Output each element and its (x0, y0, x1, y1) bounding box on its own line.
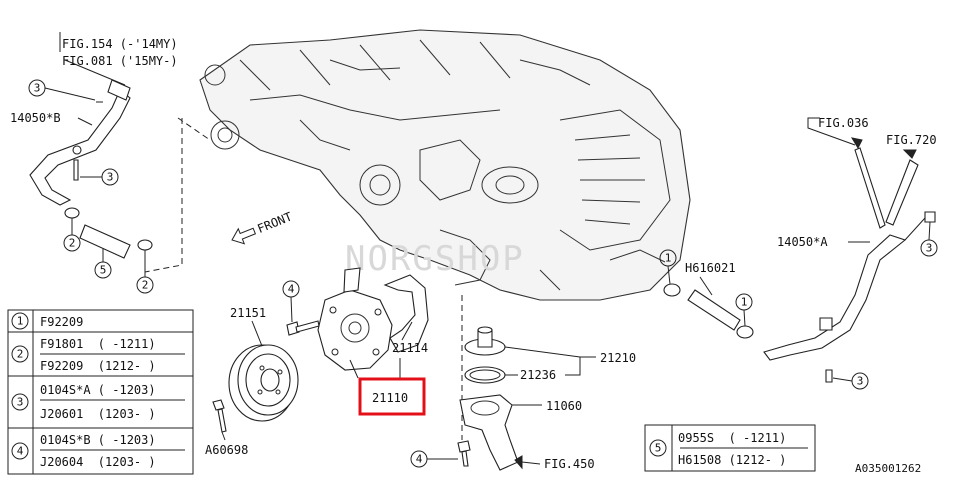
label-fig081: FIG.081 ('15MY-) (62, 54, 178, 68)
label-a60698: A60698 (205, 443, 248, 457)
legend-num-3: 3 (17, 396, 24, 409)
legend-3-row-2: J20601 (1203- ) (40, 407, 156, 421)
legend-4-row-1: 0104S*B ( -1203) (40, 433, 156, 447)
legend-2-row-2: F92209 (1212- ) (40, 359, 156, 373)
legend-1-row-1: F92209 (40, 315, 83, 329)
diagram-code: A035001262 (855, 462, 921, 475)
legend-3-row-1: 0104S*A ( -1203) (40, 383, 156, 397)
legend-num-5: 5 (655, 442, 662, 455)
callout-3-d: 3 (832, 372, 869, 390)
label-14050a: 14050*A (777, 235, 828, 249)
hose-14050a (763, 147, 936, 383)
engine-block (199, 29, 691, 301)
highlight-21110 (358, 377, 426, 416)
bolt-a60698 (212, 399, 227, 433)
callout-3-a: 3 (28, 79, 96, 101)
legend-5-row-1: 0955S ( -1211) (678, 431, 786, 445)
label-21151: 21151 (230, 306, 266, 320)
svg-text:3: 3 (926, 242, 933, 255)
svg-text:3: 3 (34, 82, 41, 95)
legend-num-1: 1 (17, 315, 24, 328)
legend-4-row-2: J20604 (1203- ) (40, 455, 156, 469)
callout-1-a: 1 (659, 249, 677, 285)
svg-text:3: 3 (107, 171, 114, 184)
legend-num-2: 2 (17, 348, 24, 361)
callout-5-a: 5 (94, 248, 112, 279)
front-label: FRONT (255, 209, 294, 236)
label-21210: 21210 (600, 351, 636, 365)
legend-5-row-2: H61508 (1212- ) (678, 453, 786, 467)
front-arrow: FRONT (231, 209, 294, 245)
svg-text:2: 2 (142, 279, 149, 292)
svg-text:4: 4 (288, 283, 295, 296)
callout-2-b: 2 (136, 250, 154, 294)
bolt-4-b: 4 (410, 440, 471, 468)
pulley-21151 (228, 344, 299, 422)
thermostat (464, 326, 506, 356)
watermark: NORGSHOP (345, 239, 525, 279)
thermostat-seal (464, 366, 506, 384)
legend-num-4: 4 (17, 445, 24, 458)
svg-text:1: 1 (741, 296, 748, 309)
legend-2-row-1: F91801 ( -1211) (40, 337, 156, 351)
callout-2-a: 2 (63, 218, 81, 252)
legend-right: 5 0955S ( -1211) H61508 (1212- ) (644, 424, 816, 472)
label-14050b: 14050*B (10, 111, 61, 125)
callout-3-c: 3 (920, 221, 938, 257)
hose-14050b (29, 79, 153, 259)
label-21236: 21236 (520, 368, 556, 382)
label-fig720: FIG.720 (886, 133, 937, 147)
label-fig036: FIG.036 (818, 116, 869, 130)
label-11060: 11060 (546, 399, 582, 413)
label-fig154: FIG.154 (-'14MY) (62, 37, 178, 51)
tube-h616021 (663, 283, 754, 339)
callout-1-b: 1 (735, 293, 753, 327)
svg-text:5: 5 (100, 264, 107, 277)
water-pump (317, 267, 393, 371)
bolt-4-a: 4 (282, 280, 320, 336)
label-fig450: FIG.450 (544, 457, 595, 471)
label-21110: 21110 (372, 391, 408, 405)
thermostat-housing (459, 394, 519, 471)
label-h616021: H616021 (685, 261, 736, 275)
svg-text:1: 1 (665, 252, 672, 265)
svg-text:3: 3 (857, 375, 864, 388)
svg-text:2: 2 (69, 237, 76, 250)
label-21114: 21114 (392, 341, 428, 355)
svg-text:4: 4 (416, 453, 423, 466)
callout-3-b: 3 (80, 168, 119, 186)
legend-left: 1 F92209 2 F91801 ( -1211) F92209 (1212-… (7, 309, 194, 475)
gasket (383, 274, 429, 353)
